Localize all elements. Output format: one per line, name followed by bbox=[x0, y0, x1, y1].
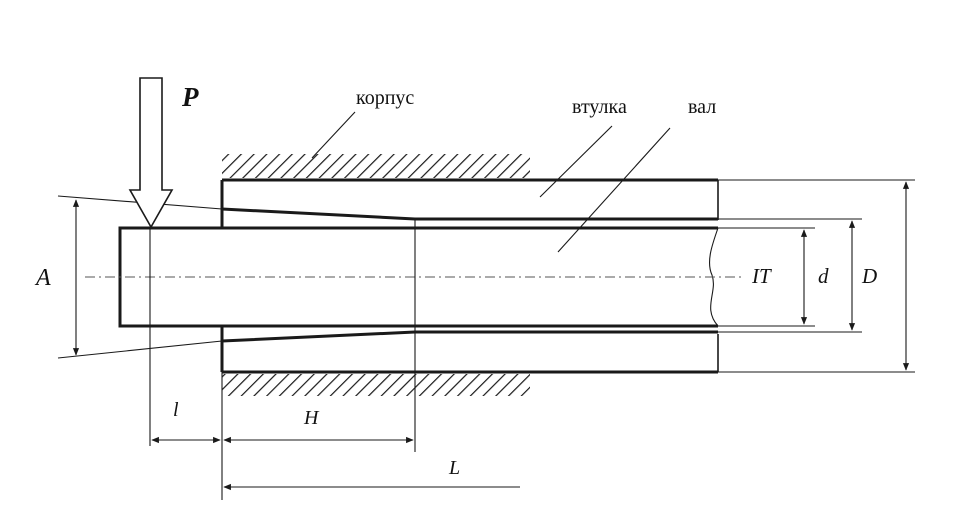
housing-hatch-bottom bbox=[222, 374, 530, 396]
label-sleeve: втулка bbox=[572, 96, 627, 118]
label-force: P bbox=[181, 82, 199, 112]
label-D: D bbox=[861, 264, 877, 288]
label-L: L bbox=[448, 457, 460, 479]
leader-housing bbox=[311, 111, 356, 159]
label-IT: IT bbox=[751, 264, 772, 288]
sleeve-bore-bottom bbox=[221, 330, 718, 343]
taper-extension-bottom bbox=[57, 340, 223, 359]
leader-sleeve bbox=[539, 125, 613, 198]
label-A: A bbox=[34, 265, 51, 291]
label-shaft: вал bbox=[688, 96, 716, 118]
leader-shaft bbox=[557, 127, 671, 253]
housing-hatch-top bbox=[222, 154, 530, 178]
sleeve-bore-top bbox=[221, 207, 718, 221]
shaft-break-line bbox=[709, 227, 719, 327]
label-l: l bbox=[173, 399, 179, 421]
force-arrow bbox=[128, 77, 174, 229]
label-housing: корпус bbox=[356, 87, 414, 109]
label-H: H bbox=[303, 407, 320, 429]
label-d: d bbox=[818, 264, 829, 288]
